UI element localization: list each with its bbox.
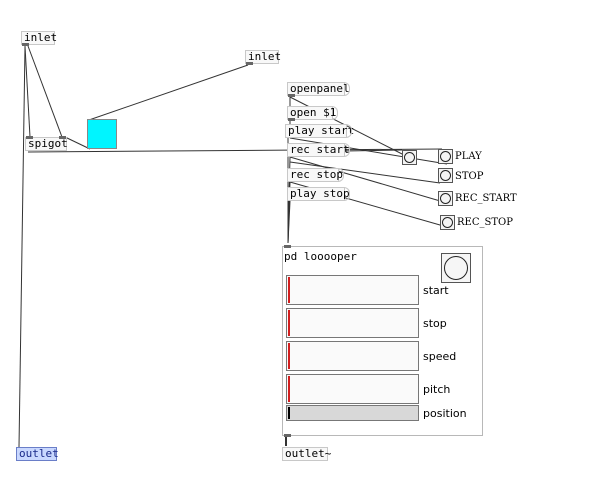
subpatch-title: pd looooper — [284, 250, 357, 263]
bang-rec-stop-label: REC_STOP — [457, 217, 513, 228]
outlet-object[interactable]: outlet — [16, 447, 59, 461]
slider-speed-label: speed — [423, 350, 457, 363]
play-start-message[interactable]: play start — [285, 124, 354, 138]
inlet-left[interactable]: inlet — [21, 31, 57, 45]
slider-pitch-knob[interactable] — [288, 376, 290, 402]
cyan-canvas[interactable] — [87, 119, 117, 149]
subpatch-big-bang[interactable] — [441, 253, 471, 283]
openpanel-message[interactable]: openpanel — [287, 82, 350, 96]
open-message[interactable]: open $1 — [287, 106, 338, 120]
slider-stop[interactable] — [286, 308, 419, 338]
slider-start-knob[interactable] — [288, 277, 290, 303]
slider-pitch-label: pitch — [423, 383, 451, 396]
slider-position-label: position — [423, 407, 467, 420]
spigot-object[interactable]: spigot — [25, 137, 68, 151]
inlet-right[interactable]: inlet — [245, 50, 281, 64]
subpatch-inlet-port[interactable] — [284, 245, 291, 248]
slider-start[interactable] — [286, 275, 419, 305]
inlet-right-outlet-port[interactable] — [246, 62, 253, 65]
cord — [344, 149, 403, 152]
bang-rec-start[interactable] — [438, 191, 453, 206]
inlet-left-outlet-port[interactable] — [22, 43, 29, 46]
slider-pitch[interactable] — [286, 374, 419, 404]
bang-stop[interactable] — [438, 168, 453, 183]
cord — [18, 45, 26, 448]
bang-play-label: PLAY — [455, 151, 482, 162]
subpatch-signal-outlet-port[interactable] — [284, 434, 291, 437]
cord — [27, 148, 443, 153]
rec-stop-message[interactable]: rec stop — [287, 168, 344, 182]
slider-speed[interactable] — [286, 341, 419, 371]
bang-stop-label: STOP — [455, 171, 484, 182]
openpanel-port[interactable] — [288, 94, 295, 97]
slider-stop-label: stop — [423, 317, 447, 330]
open-port[interactable] — [288, 118, 295, 121]
play-stop-message[interactable]: play stop — [287, 187, 350, 201]
spigot-inlet-port[interactable] — [26, 136, 33, 139]
spigot-right-inlet-port[interactable] — [59, 136, 66, 139]
slider-position-knob[interactable] — [288, 407, 290, 419]
cord — [27, 45, 63, 138]
cord — [24, 45, 31, 138]
bang-rec-start-label: REC_START — [455, 193, 517, 204]
rec-start-message[interactable]: rec start — [287, 143, 350, 157]
slider-stop-knob[interactable] — [288, 310, 290, 336]
outlet-signal-object[interactable]: outlet~ — [282, 447, 331, 461]
looper-subpatch[interactable]: pd looooper start stop speed pitch posit… — [282, 246, 483, 436]
slider-start-label: start — [423, 284, 449, 297]
slider-speed-knob[interactable] — [288, 343, 290, 369]
bang-rec-stop[interactable] — [440, 215, 455, 230]
bang-rec-start-trigger[interactable] — [402, 150, 417, 165]
slider-position[interactable] — [286, 405, 419, 421]
cord — [88, 64, 249, 121]
bang-play[interactable] — [438, 149, 453, 164]
cord — [287, 200, 291, 244]
